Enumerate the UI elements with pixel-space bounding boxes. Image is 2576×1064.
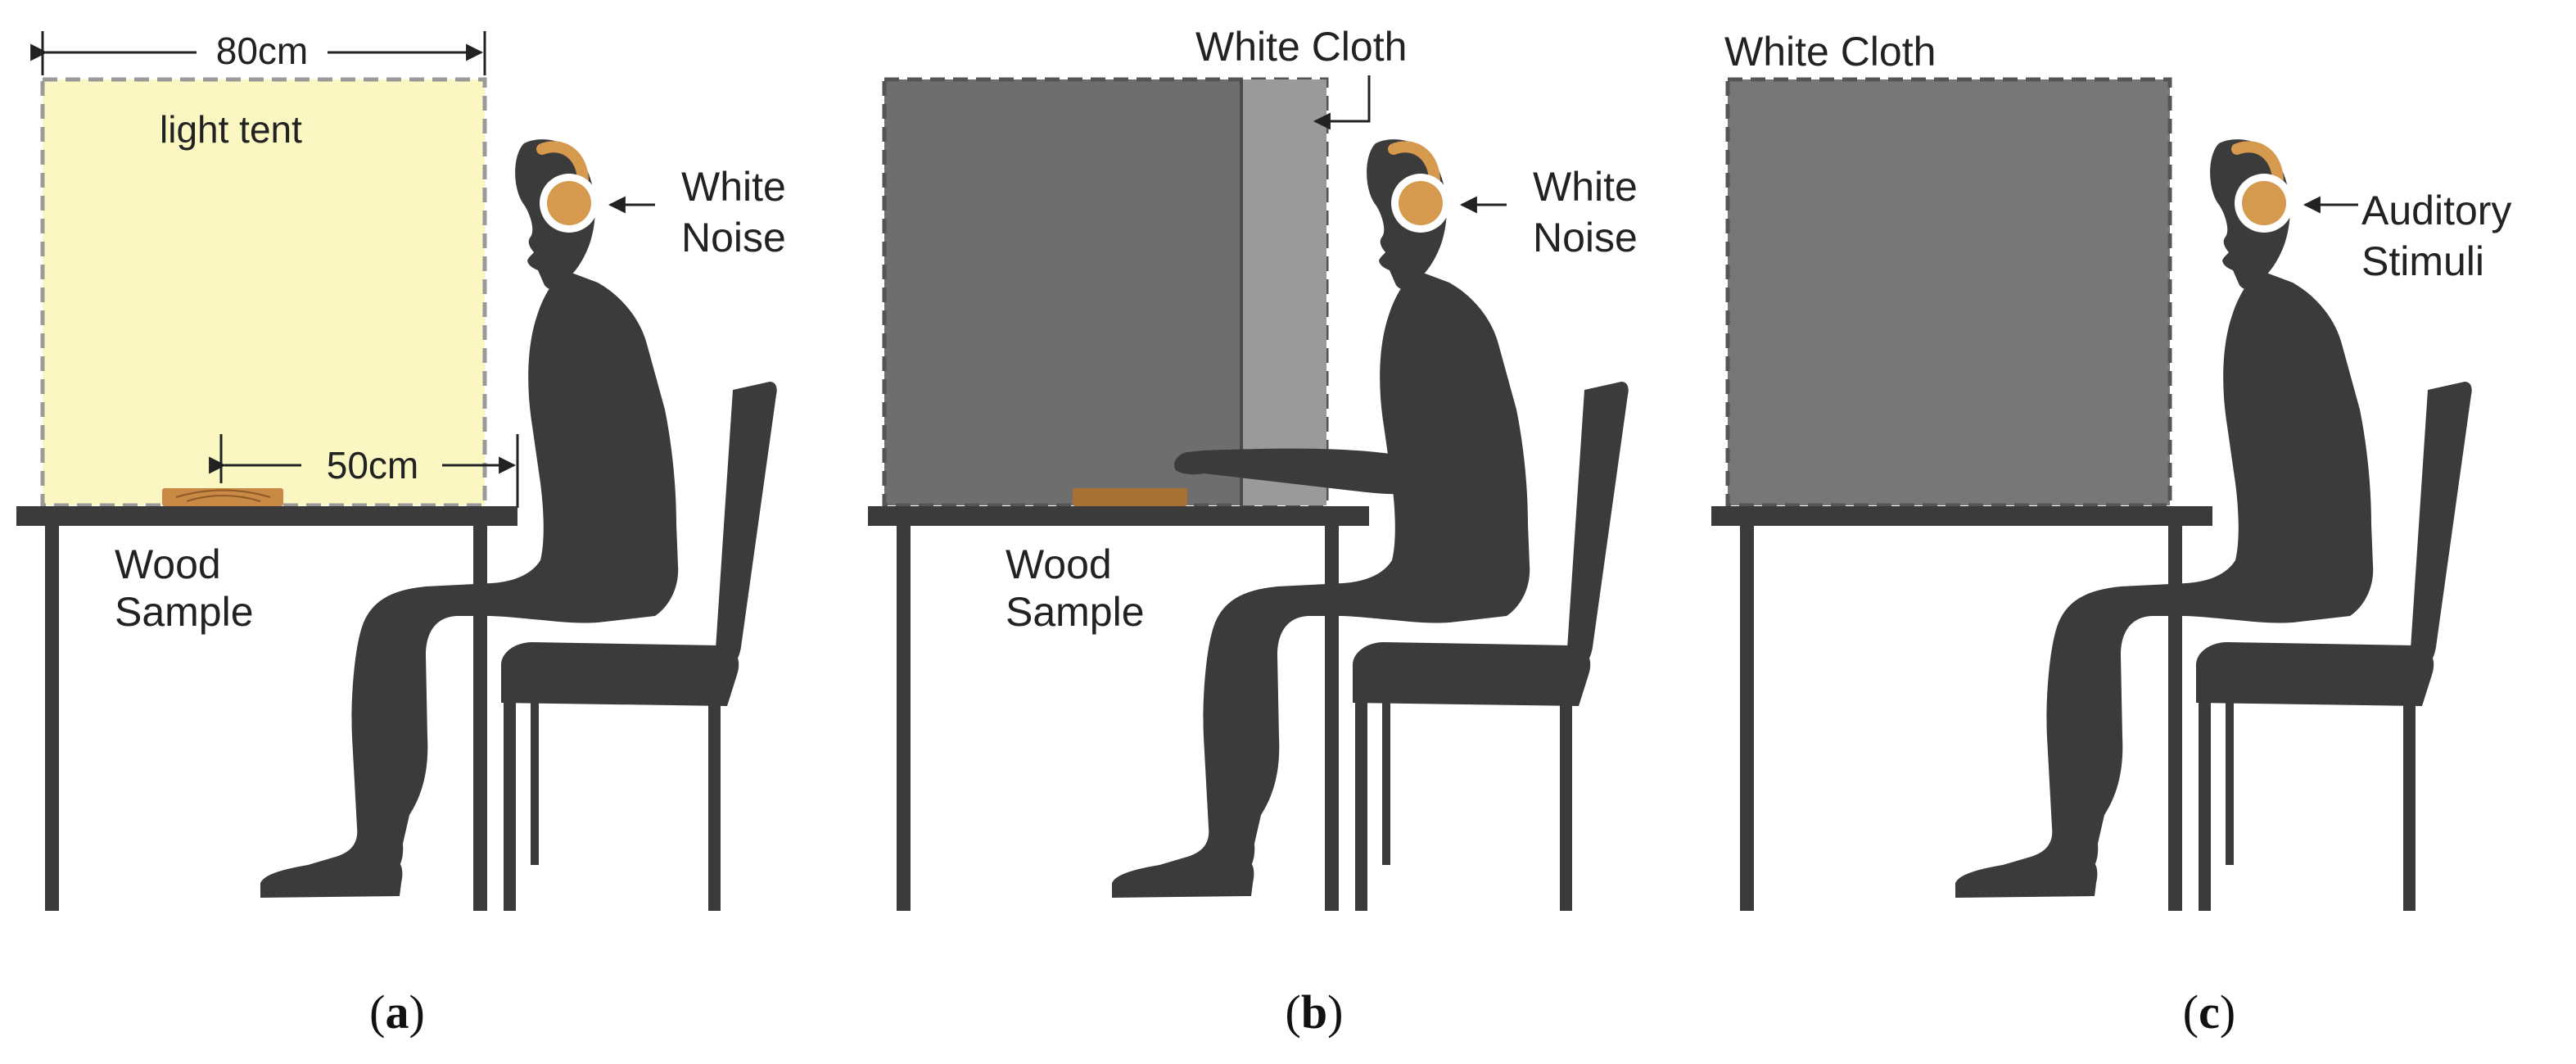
wood-sample-label-line2: Sample bbox=[115, 589, 254, 635]
white-cloth-label: White Cloth bbox=[1195, 24, 1407, 70]
caption-c: (c) bbox=[2183, 985, 2235, 1039]
wood-sample-label-line2: Sample bbox=[1006, 589, 1145, 635]
white-noise-label-line1: White bbox=[1533, 164, 1638, 210]
dimension-80cm-label: 80cm bbox=[216, 29, 308, 72]
table bbox=[16, 506, 517, 911]
caption-a: (a) bbox=[369, 985, 425, 1039]
caption-b: (b) bbox=[1286, 985, 1344, 1039]
auditory-stimuli-label-line1: Auditory bbox=[2361, 188, 2511, 233]
panel-a: 80cm light tent 50cm Wood Sample White N… bbox=[16, 29, 786, 1039]
wood-sample-label-line1: Wood bbox=[1006, 541, 1112, 587]
wood-sample bbox=[1073, 488, 1187, 506]
table bbox=[1711, 506, 2212, 911]
white-cloth-enclosure bbox=[1728, 79, 2170, 505]
white-noise-label-line2: Noise bbox=[681, 215, 786, 260]
dimension-50cm-label: 50cm bbox=[327, 444, 418, 487]
white-noise-label-line1: White bbox=[681, 164, 786, 210]
table bbox=[868, 506, 1369, 911]
white-noise-label-line2: Noise bbox=[1533, 215, 1638, 260]
light-tent-label: light tent bbox=[160, 108, 302, 151]
panel-c: White Cloth Auditory Stimuli (c) bbox=[1711, 29, 2511, 1039]
panel-b: White Cloth Wood Sample White Noise (b) bbox=[868, 24, 1638, 1039]
wood-sample-label-line1: Wood bbox=[115, 541, 221, 587]
white-cloth-strip bbox=[1241, 79, 1326, 505]
white-cloth-label: White Cloth bbox=[1724, 29, 1936, 75]
auditory-stimuli-label-line2: Stimuli bbox=[2361, 238, 2484, 284]
